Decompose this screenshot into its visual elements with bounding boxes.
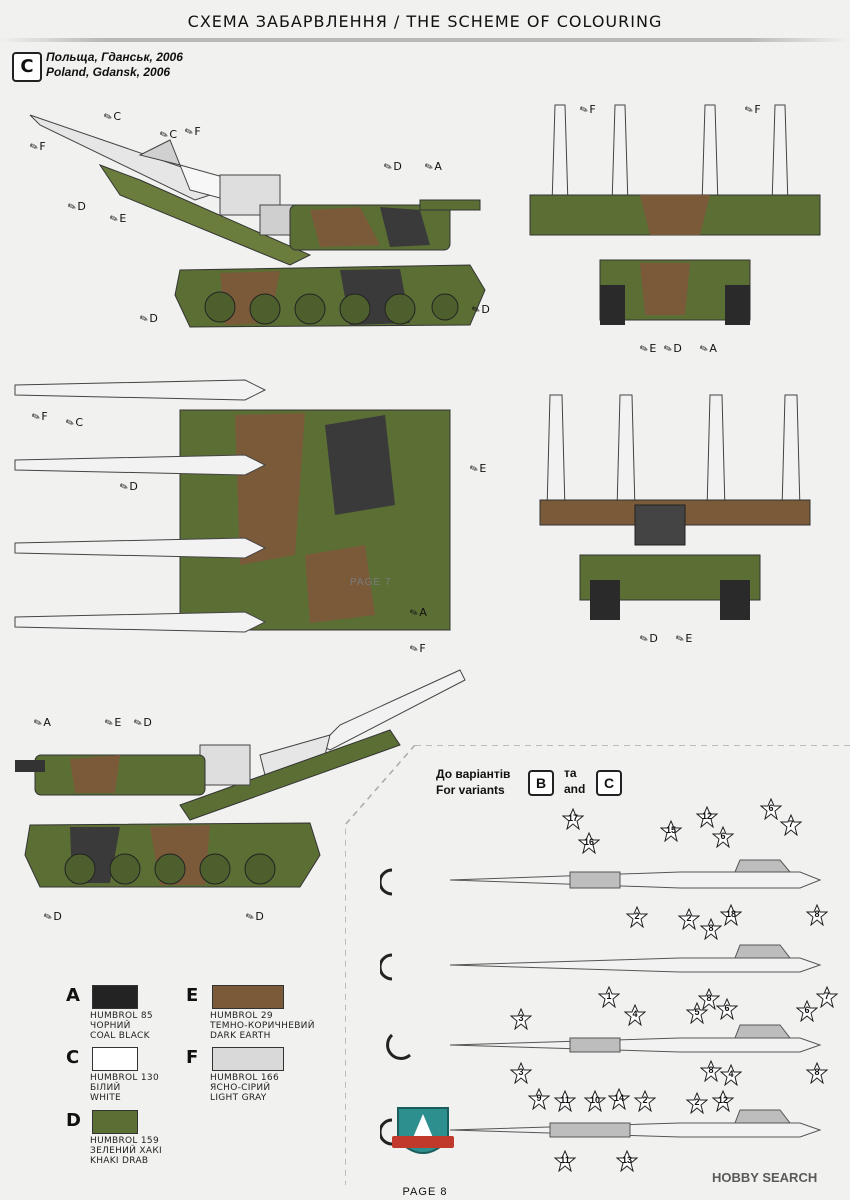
callout-e: ✎E bbox=[674, 632, 693, 647]
front-view bbox=[529, 104, 821, 325]
stencil-star: 8 bbox=[805, 903, 829, 927]
header-divider bbox=[0, 38, 850, 42]
variants-panel-frame bbox=[345, 745, 850, 1185]
side-view-right bbox=[15, 669, 466, 888]
stencil-star: 6 bbox=[711, 825, 735, 849]
stencil-star: 15 bbox=[659, 819, 683, 843]
stencil-star: 11 bbox=[553, 1149, 577, 1173]
stencil-star: 11 bbox=[553, 1089, 577, 1113]
stencil-star: 8 bbox=[699, 1059, 723, 1083]
callout-a: ✎A bbox=[423, 160, 442, 175]
callout-e: ✎E bbox=[468, 462, 487, 477]
callout-c: ✎C bbox=[64, 416, 84, 431]
location-ua: Польща, Гданськ, 2006 bbox=[46, 50, 183, 64]
callout-c: ✎C bbox=[102, 110, 122, 125]
watermark: HOBBY SEARCH bbox=[712, 1170, 818, 1185]
callout-f: ✎F bbox=[578, 103, 596, 118]
stencil-star: 18 bbox=[719, 903, 743, 927]
location-en: Poland, Gdansk, 2006 bbox=[46, 65, 171, 79]
rear-view bbox=[539, 394, 811, 620]
stencil-star: 3 bbox=[509, 1061, 533, 1085]
stencil-star: 13 bbox=[615, 1149, 639, 1173]
stencil-star: 2 bbox=[625, 905, 649, 929]
stencil-star: 8 bbox=[699, 917, 723, 941]
callout-c: ✎C bbox=[158, 128, 178, 143]
variants-heading: До варіантів For variants bbox=[436, 767, 511, 797]
stencil-star: 12 bbox=[711, 1089, 735, 1113]
callout-d: ✎D bbox=[42, 910, 62, 925]
swatch-f bbox=[212, 1047, 284, 1071]
callout-f: ✎F bbox=[183, 125, 201, 140]
callout-d: ✎D bbox=[132, 716, 152, 731]
stencil-star: 4 bbox=[623, 1003, 647, 1027]
stencil-star: 7 bbox=[779, 813, 803, 837]
callout-d: ✎D bbox=[638, 632, 658, 647]
stencil-star: 14 bbox=[607, 1087, 631, 1111]
callout-d: ✎D bbox=[118, 480, 138, 495]
stencil-star: 5 bbox=[685, 1001, 709, 1025]
callout-a: ✎A bbox=[32, 716, 51, 731]
callout-e: ✎E bbox=[638, 342, 657, 357]
missile-stencils bbox=[380, 859, 822, 1146]
faint-page-ref: PAGE 7 bbox=[350, 577, 392, 588]
swatch-c bbox=[92, 1047, 138, 1071]
top-view bbox=[14, 379, 451, 633]
swatch-e bbox=[212, 985, 284, 1009]
stencil-star: 2 bbox=[633, 1089, 657, 1113]
page-header: СХЕМА ЗАБАРВЛЕННЯ / THE SCHEME OF COLOUR… bbox=[0, 0, 850, 42]
callout-a: ✎A bbox=[408, 606, 427, 621]
stencil-star: 6 bbox=[715, 997, 739, 1021]
callout-f: ✎F bbox=[28, 140, 46, 155]
side-view-left bbox=[29, 114, 486, 328]
swatch-a bbox=[92, 985, 138, 1009]
callout-a: ✎A bbox=[698, 342, 717, 357]
stencil-star: 17 bbox=[561, 807, 585, 831]
stencil-star: 4 bbox=[719, 1063, 743, 1087]
callout-d: ✎D bbox=[470, 303, 490, 318]
variant-c-box: C bbox=[596, 770, 622, 796]
variants-and: and bbox=[564, 782, 586, 796]
stencil-star: 7 bbox=[815, 985, 839, 1009]
callout-f: ✎F bbox=[743, 103, 761, 118]
stencil-star: 6 bbox=[795, 999, 819, 1023]
stencil-star: 16 bbox=[577, 831, 601, 855]
callout-d: ✎D bbox=[138, 312, 158, 327]
stencil-star: 8 bbox=[697, 987, 721, 1011]
stencil-star: 3 bbox=[509, 1007, 533, 1031]
variant-b-box: B bbox=[528, 770, 554, 796]
page-number: PAGE 8 bbox=[402, 1186, 448, 1198]
stencil-star: 8 bbox=[805, 1061, 829, 1085]
callout-d: ✎D bbox=[244, 910, 264, 925]
callout-d: ✎D bbox=[382, 160, 402, 175]
stencil-star: 2 bbox=[685, 1091, 709, 1115]
page-title: СХЕМА ЗАБАРВЛЕННЯ / THE SCHEME OF COLOUR… bbox=[187, 12, 663, 31]
stencil-star: 1 bbox=[597, 985, 621, 1009]
stencil-star: 10 bbox=[583, 1089, 607, 1113]
swatch-d bbox=[92, 1110, 138, 1134]
callout-f: ✎F bbox=[30, 410, 48, 425]
callout-e: ✎E bbox=[103, 716, 122, 731]
callout-d: ✎D bbox=[662, 342, 682, 357]
stencil-star: 2 bbox=[677, 907, 701, 931]
callout-f: ✎F bbox=[408, 642, 426, 657]
variants-ta: та bbox=[564, 766, 577, 780]
callout-d: ✎D bbox=[66, 200, 86, 215]
variant-letter-box: C bbox=[12, 52, 42, 82]
stencil-star: 9 bbox=[527, 1087, 551, 1111]
stencil-star: 6 bbox=[759, 797, 783, 821]
modelsvit-logo bbox=[392, 1107, 454, 1154]
callout-e: ✎E bbox=[108, 212, 127, 227]
stencil-star: 12 bbox=[695, 805, 719, 829]
